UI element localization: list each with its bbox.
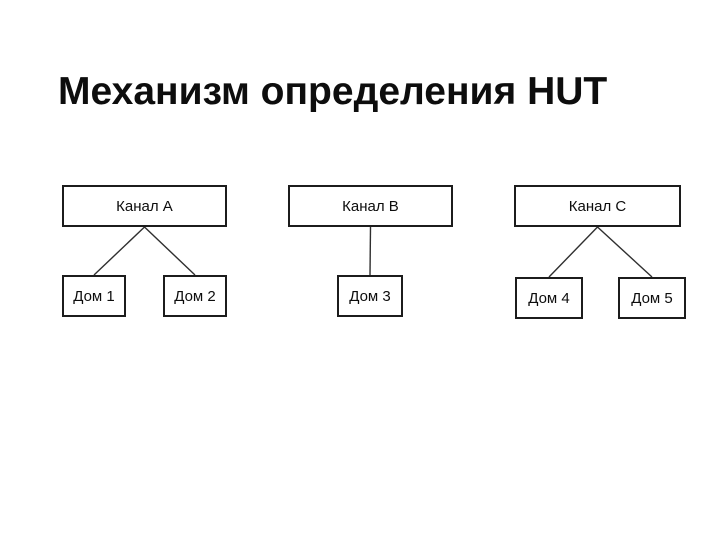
channel-c-box: Канал C <box>514 185 681 227</box>
channel-b-label: Канал B <box>342 197 399 215</box>
house-2-label: Дом 2 <box>174 287 216 305</box>
house-2-box: Дом 2 <box>163 275 227 317</box>
house-1-label: Дом 1 <box>73 287 115 305</box>
connector-line <box>548 226 599 278</box>
house-4-box: Дом 4 <box>515 277 583 319</box>
house-5-label: Дом 5 <box>631 289 673 307</box>
channel-b-box: Канал B <box>288 185 453 227</box>
channel-a-label: Канал A <box>116 197 173 215</box>
connector-line <box>144 226 196 276</box>
connector-line <box>93 226 145 276</box>
house-5-box: Дом 5 <box>618 277 686 319</box>
channel-c-label: Канал C <box>568 197 627 215</box>
house-3-label: Дом 3 <box>349 287 391 305</box>
house-4-label: Дом 4 <box>528 289 570 307</box>
slide-title: Механизм определения HUT <box>58 70 608 114</box>
channel-a-box: Канал A <box>62 185 227 227</box>
house-3-box: Дом 3 <box>337 275 403 317</box>
connector-line <box>597 226 653 278</box>
house-1-box: Дом 1 <box>62 275 126 317</box>
connector-line <box>369 226 372 276</box>
